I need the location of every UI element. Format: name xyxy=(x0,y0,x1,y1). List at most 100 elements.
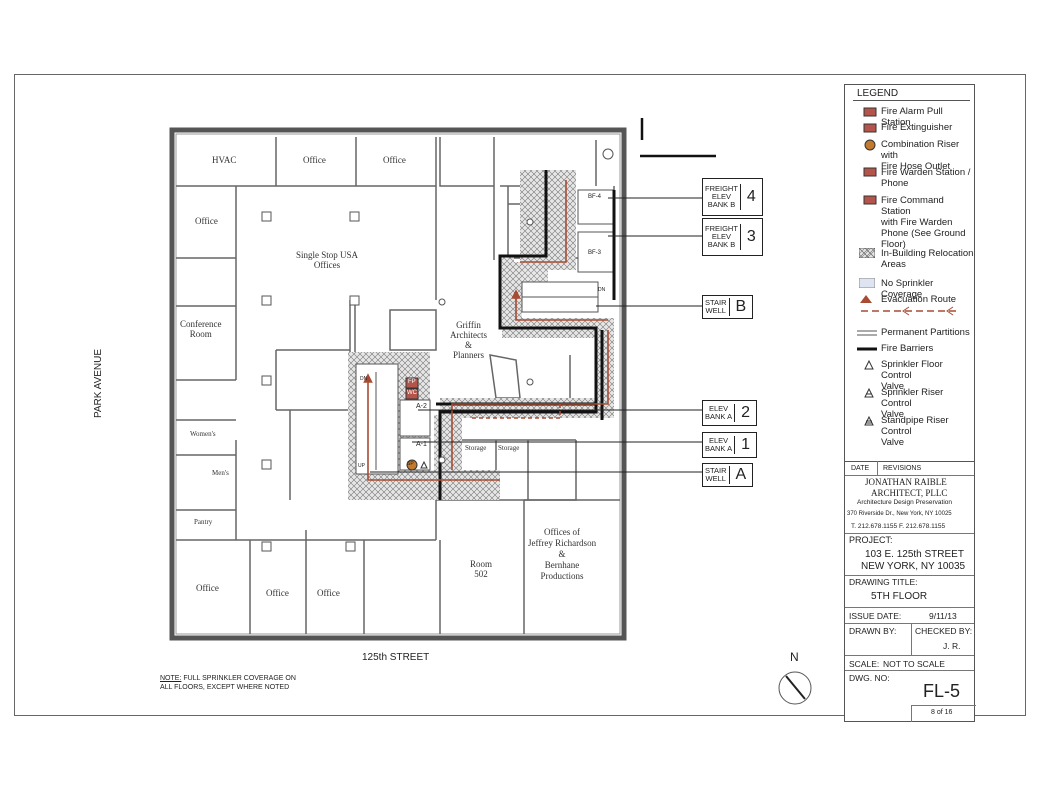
legend-text-line: Evacuation Route xyxy=(881,294,956,305)
callout-leader-lines xyxy=(370,197,702,473)
callout-label-line-1: ELEV xyxy=(708,436,729,445)
stair-well-b xyxy=(521,281,599,313)
room-label-pantry: Pantry xyxy=(194,518,213,526)
sprinkler-riser-valve-icon xyxy=(864,387,874,398)
callout-label-line-3: BANK B xyxy=(707,240,736,249)
callout-number: 3 xyxy=(746,228,756,245)
callout-label-line-1: STAIR xyxy=(705,466,727,475)
sheet-number: 8 of 16 xyxy=(931,709,953,716)
fire-warden-station-marker xyxy=(405,388,419,400)
stair-dn-label-a: DN xyxy=(360,376,368,382)
room-label-storage-2: Storage xyxy=(498,444,520,452)
sprinkler-floor-valve-icon xyxy=(864,359,874,370)
legend-text-line: Sprinkler Floor Control xyxy=(881,359,943,381)
callout-label-line-2: WELL xyxy=(705,474,726,483)
north-arrow-icon xyxy=(778,671,812,705)
legend-item-text: Evacuation Route xyxy=(881,294,956,305)
fire-alarm-pull-station-icon xyxy=(863,107,877,117)
elevator-label-a1: A-1 xyxy=(416,441,427,448)
callout-label-line-2: WELL xyxy=(705,306,726,315)
legend-item-text: No Sprinkler Coverage xyxy=(881,278,974,300)
title-block-divider xyxy=(845,575,974,576)
checked-by-value: J. R. xyxy=(943,641,961,651)
legend-text-line: Valve xyxy=(881,381,905,392)
room-label-office-top-2: Office xyxy=(383,155,406,165)
fp-tag-label: FP xyxy=(408,379,416,385)
firm-name-1: JONATHAN RAIBLE xyxy=(865,477,947,487)
room-label-womens: Women's xyxy=(190,430,216,438)
room-label-conference: Conference Room xyxy=(180,319,221,339)
callout-number: 1 xyxy=(741,436,751,453)
title-block-divider xyxy=(845,670,974,671)
freight-label-bf3: BF-3 xyxy=(588,250,602,256)
jr-line-2: Jeffrey Richardson xyxy=(528,538,597,548)
scale-mark xyxy=(640,118,716,158)
room-label-single-stop: Single Stop USA Offices xyxy=(296,250,358,270)
callout-label-line-2: BANK A xyxy=(705,412,733,421)
legend-text-line: Areas xyxy=(881,259,906,270)
dwg-no-value: FL-5 xyxy=(923,681,961,701)
jr-line-4: Bernhane xyxy=(544,560,580,570)
legend-text-line: Combination Riser with xyxy=(881,139,960,161)
elevator-label-a2: A-2 xyxy=(416,403,427,410)
legend-text-line: Permanent Partitions xyxy=(881,327,970,338)
columns xyxy=(261,148,614,552)
legend-item-text: Fire Alarm Pull Station xyxy=(881,106,974,128)
no-sprinkler-icon xyxy=(859,278,875,288)
legend-title: LEGEND xyxy=(857,88,899,99)
griffin-line-3: & xyxy=(464,340,472,350)
fire-barrier-icon xyxy=(857,347,877,351)
callout-number: B xyxy=(735,298,747,315)
callout-number: 2 xyxy=(741,404,751,421)
stair-dn-label-b: DN xyxy=(598,287,606,293)
callout-label-line-2: BANK A xyxy=(705,444,733,453)
callout-label-line-2: ELEV xyxy=(711,232,732,241)
checked-by-label: CHECKED BY: xyxy=(915,626,973,636)
fire-command-station-icon xyxy=(863,195,877,205)
drawing-sheet-border xyxy=(14,74,1026,716)
note-line-2: ALL FLOORS, EXCEPT WHERE NOTED xyxy=(160,684,290,691)
title-block-divider xyxy=(845,475,974,476)
sprinkler-valve-marker xyxy=(420,460,428,469)
room-label-office-bottom-2: Office xyxy=(266,588,289,598)
permanent-partition-icon xyxy=(857,330,877,336)
freight-label-bf4: BF-4 xyxy=(588,194,602,200)
legend-text-line: Fire Extinguisher xyxy=(881,122,953,133)
callout-label-line-3: BANK B xyxy=(707,200,736,209)
jr-line-5: Productions xyxy=(540,571,584,581)
conference-line-1: Conference xyxy=(180,319,222,329)
combination-riser-icon xyxy=(864,139,876,151)
legend-text-line: Fire Barriers xyxy=(881,343,934,354)
building-outline xyxy=(169,127,627,641)
single-stop-line-2: Offices xyxy=(313,260,341,270)
drawing-title-label: DRAWING TITLE: xyxy=(849,577,918,587)
room-label-office-bottom-1: Office xyxy=(196,583,219,593)
room-label-storage-1: Storage xyxy=(465,444,487,452)
legend-text-line: Sprinkler Riser Control xyxy=(881,387,944,409)
room-502-line-2: 502 xyxy=(474,569,488,579)
title-block-divider xyxy=(845,533,974,534)
sprinkler-note: NOTE: FULL SPRINKLER COVERAGE ON ALL FLO… xyxy=(160,674,296,692)
room-label-hvac: HVAC xyxy=(212,155,237,165)
stair-up-label-a: UP xyxy=(358,463,365,469)
sp-tag-label: SP xyxy=(407,461,414,467)
legend-text-line: Phone xyxy=(881,178,909,189)
legend-text-line: Standpipe Riser Control xyxy=(881,415,949,437)
legend-text-line: No Sprinkler Coverage xyxy=(881,278,934,300)
relocation-area-icon xyxy=(859,248,875,258)
freight-elevators xyxy=(577,189,615,273)
fire-warden-station-icon xyxy=(863,167,877,177)
legend-text-line: Valve xyxy=(881,437,905,448)
legend-text-line: Fire Alarm Pull Station xyxy=(881,106,943,128)
fire-extinguisher-icon xyxy=(863,123,877,133)
room-label-griffin: Griffin Architects & Planners xyxy=(450,320,487,360)
title-block-divider xyxy=(845,623,974,624)
griffin-line-2: Architects xyxy=(450,330,487,340)
